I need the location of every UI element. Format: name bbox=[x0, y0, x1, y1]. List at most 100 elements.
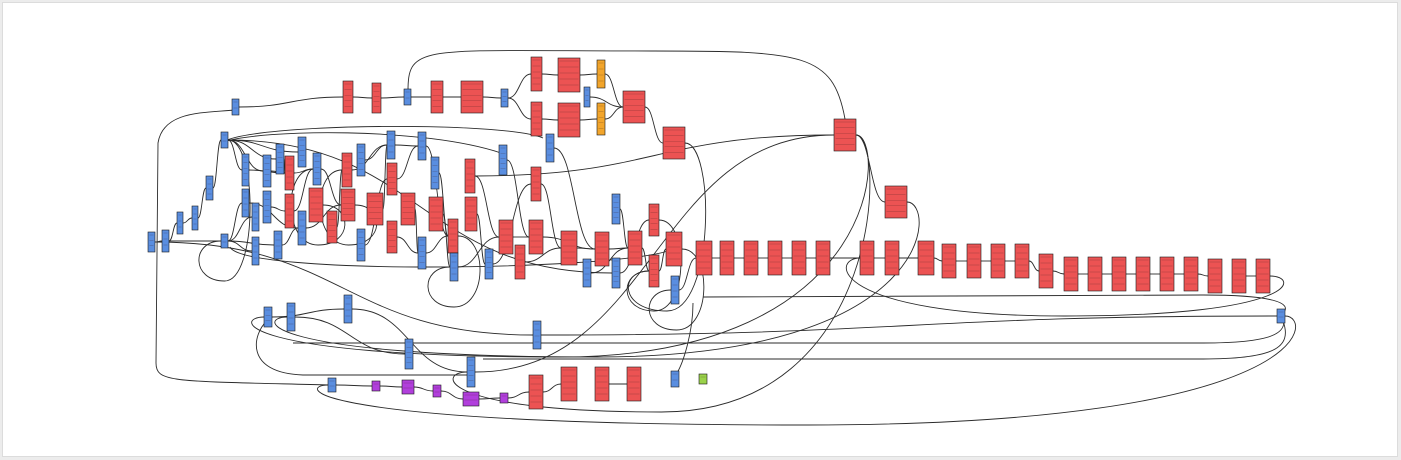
op-node[interactable] bbox=[241, 188, 250, 218]
op-node[interactable] bbox=[417, 131, 427, 161]
op-node[interactable] bbox=[205, 175, 214, 201]
compute-node[interactable] bbox=[514, 244, 526, 280]
compute-node[interactable] bbox=[1038, 253, 1054, 289]
op-node[interactable] bbox=[327, 377, 337, 393]
compute-node[interactable] bbox=[941, 243, 957, 279]
compute-node[interactable] bbox=[1063, 256, 1079, 292]
op-node[interactable] bbox=[466, 356, 476, 388]
io-node[interactable] bbox=[432, 384, 442, 398]
compute-node[interactable] bbox=[1183, 256, 1199, 292]
compute-node[interactable] bbox=[340, 188, 356, 222]
op-node[interactable] bbox=[220, 131, 229, 149]
compute-node[interactable] bbox=[884, 185, 908, 219]
op-node[interactable] bbox=[484, 248, 494, 280]
output-node[interactable] bbox=[698, 373, 708, 385]
compute-node[interactable] bbox=[1135, 256, 1151, 292]
op-node[interactable] bbox=[403, 88, 412, 106]
op-node[interactable] bbox=[1276, 308, 1286, 324]
op-node[interactable] bbox=[312, 152, 322, 186]
compute-node[interactable] bbox=[498, 219, 514, 255]
compute-node[interactable] bbox=[447, 218, 459, 254]
op-node[interactable] bbox=[273, 230, 283, 260]
op-node[interactable] bbox=[417, 236, 427, 270]
compute-node[interactable] bbox=[622, 90, 646, 124]
op-node[interactable] bbox=[262, 154, 272, 188]
compute-node[interactable] bbox=[342, 80, 354, 114]
op-node[interactable] bbox=[545, 133, 555, 163]
compute-node[interactable] bbox=[627, 230, 643, 266]
compute-node[interactable] bbox=[428, 196, 444, 232]
compute-node[interactable] bbox=[560, 366, 578, 402]
op-node[interactable] bbox=[498, 144, 508, 176]
compute-node[interactable] bbox=[430, 80, 444, 114]
op-node[interactable] bbox=[343, 294, 353, 324]
compute-node[interactable] bbox=[626, 366, 642, 402]
op-node[interactable] bbox=[449, 252, 459, 282]
compute-node[interactable] bbox=[557, 57, 581, 93]
op-node[interactable] bbox=[583, 86, 591, 108]
op-node[interactable] bbox=[286, 302, 296, 332]
op-node[interactable] bbox=[670, 275, 680, 305]
op-node[interactable] bbox=[220, 233, 229, 249]
compute-node[interactable] bbox=[719, 240, 735, 276]
op-node[interactable] bbox=[161, 229, 170, 253]
op-node[interactable] bbox=[500, 88, 509, 108]
op-node[interactable] bbox=[356, 143, 366, 177]
op-node[interactable] bbox=[611, 257, 621, 289]
io-node[interactable] bbox=[371, 380, 381, 392]
io-node[interactable] bbox=[499, 392, 509, 404]
compute-node[interactable] bbox=[695, 240, 713, 276]
compute-node[interactable] bbox=[1159, 256, 1175, 292]
compute-node[interactable] bbox=[530, 56, 543, 92]
op-node[interactable] bbox=[251, 202, 260, 232]
compute-node[interactable] bbox=[464, 158, 476, 194]
op-node[interactable] bbox=[241, 153, 250, 187]
compute-node[interactable] bbox=[1111, 256, 1127, 292]
compute-node[interactable] bbox=[594, 231, 610, 267]
compute-node[interactable] bbox=[1207, 258, 1223, 294]
compute-node[interactable] bbox=[815, 240, 831, 276]
op-node[interactable] bbox=[275, 143, 285, 175]
compute-node[interactable] bbox=[665, 231, 683, 267]
compute-node[interactable] bbox=[1087, 256, 1103, 292]
compute-node[interactable] bbox=[528, 219, 544, 255]
compute-node[interactable] bbox=[560, 230, 578, 266]
op-node[interactable] bbox=[251, 236, 260, 266]
op-node[interactable] bbox=[297, 210, 307, 246]
compute-node[interactable] bbox=[326, 210, 338, 244]
compute-node[interactable] bbox=[859, 240, 875, 276]
compute-node[interactable] bbox=[341, 152, 353, 188]
aux-node[interactable] bbox=[596, 102, 606, 136]
compute-node[interactable] bbox=[648, 254, 660, 288]
compute-node[interactable] bbox=[386, 162, 398, 196]
op-node[interactable] bbox=[532, 320, 542, 350]
op-node[interactable] bbox=[386, 130, 396, 160]
compute-node[interactable] bbox=[990, 243, 1006, 279]
compute-node[interactable] bbox=[530, 101, 543, 137]
compute-node[interactable] bbox=[966, 243, 982, 279]
compute-node[interactable] bbox=[366, 192, 384, 226]
compute-node[interactable] bbox=[557, 102, 581, 138]
aux-node[interactable] bbox=[596, 59, 606, 89]
compute-node[interactable] bbox=[530, 166, 542, 202]
compute-node[interactable] bbox=[528, 374, 544, 410]
compute-node[interactable] bbox=[1255, 258, 1271, 294]
compute-node[interactable] bbox=[884, 240, 900, 276]
op-node[interactable] bbox=[611, 193, 621, 225]
op-node[interactable] bbox=[430, 156, 440, 190]
compute-node[interactable] bbox=[371, 82, 382, 114]
op-node[interactable] bbox=[356, 228, 366, 262]
op-node[interactable] bbox=[262, 190, 272, 224]
compute-node[interactable] bbox=[284, 155, 295, 191]
compute-node[interactable] bbox=[400, 192, 416, 226]
compute-node[interactable] bbox=[662, 126, 686, 160]
op-node[interactable] bbox=[582, 258, 592, 288]
op-node[interactable] bbox=[176, 211, 184, 235]
compute-node[interactable] bbox=[648, 203, 660, 237]
op-node[interactable] bbox=[263, 306, 273, 328]
op-node[interactable] bbox=[404, 338, 414, 370]
io-node[interactable] bbox=[462, 391, 480, 407]
compute-node[interactable] bbox=[1231, 258, 1247, 294]
compute-node[interactable] bbox=[833, 118, 857, 152]
op-node[interactable] bbox=[191, 205, 199, 231]
